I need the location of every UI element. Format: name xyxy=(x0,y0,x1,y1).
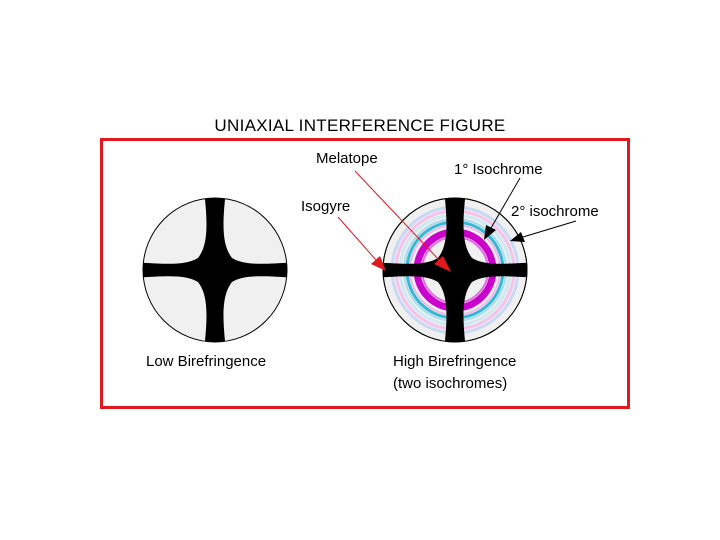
first-isochrome-arrow xyxy=(484,177,521,240)
low-birefringence-label: Low Birefringence xyxy=(146,353,267,370)
isogyre-arrow xyxy=(337,216,386,271)
isogyre-cross-left xyxy=(143,198,287,342)
second-isochrome-label: 2° isochrome xyxy=(511,203,599,220)
first-isochrome-label: 1° Isochrome xyxy=(454,161,543,178)
melatope-arrow xyxy=(354,170,451,272)
figure-title: UNIAXIAL INTERFERENCE FIGURE xyxy=(214,116,506,135)
high-birefringence-sublabel: (two isochromes) xyxy=(393,375,508,392)
high-birefringence-label: High Birefringence xyxy=(393,353,517,370)
low-birefringence-figure xyxy=(142,197,288,343)
red-frame xyxy=(100,138,630,409)
melatope-label: Melatope xyxy=(316,150,378,167)
isogyre-label: Isogyre xyxy=(301,198,351,215)
second-isochrome-arrow xyxy=(510,220,577,242)
isogyre-cross-right xyxy=(383,198,527,342)
